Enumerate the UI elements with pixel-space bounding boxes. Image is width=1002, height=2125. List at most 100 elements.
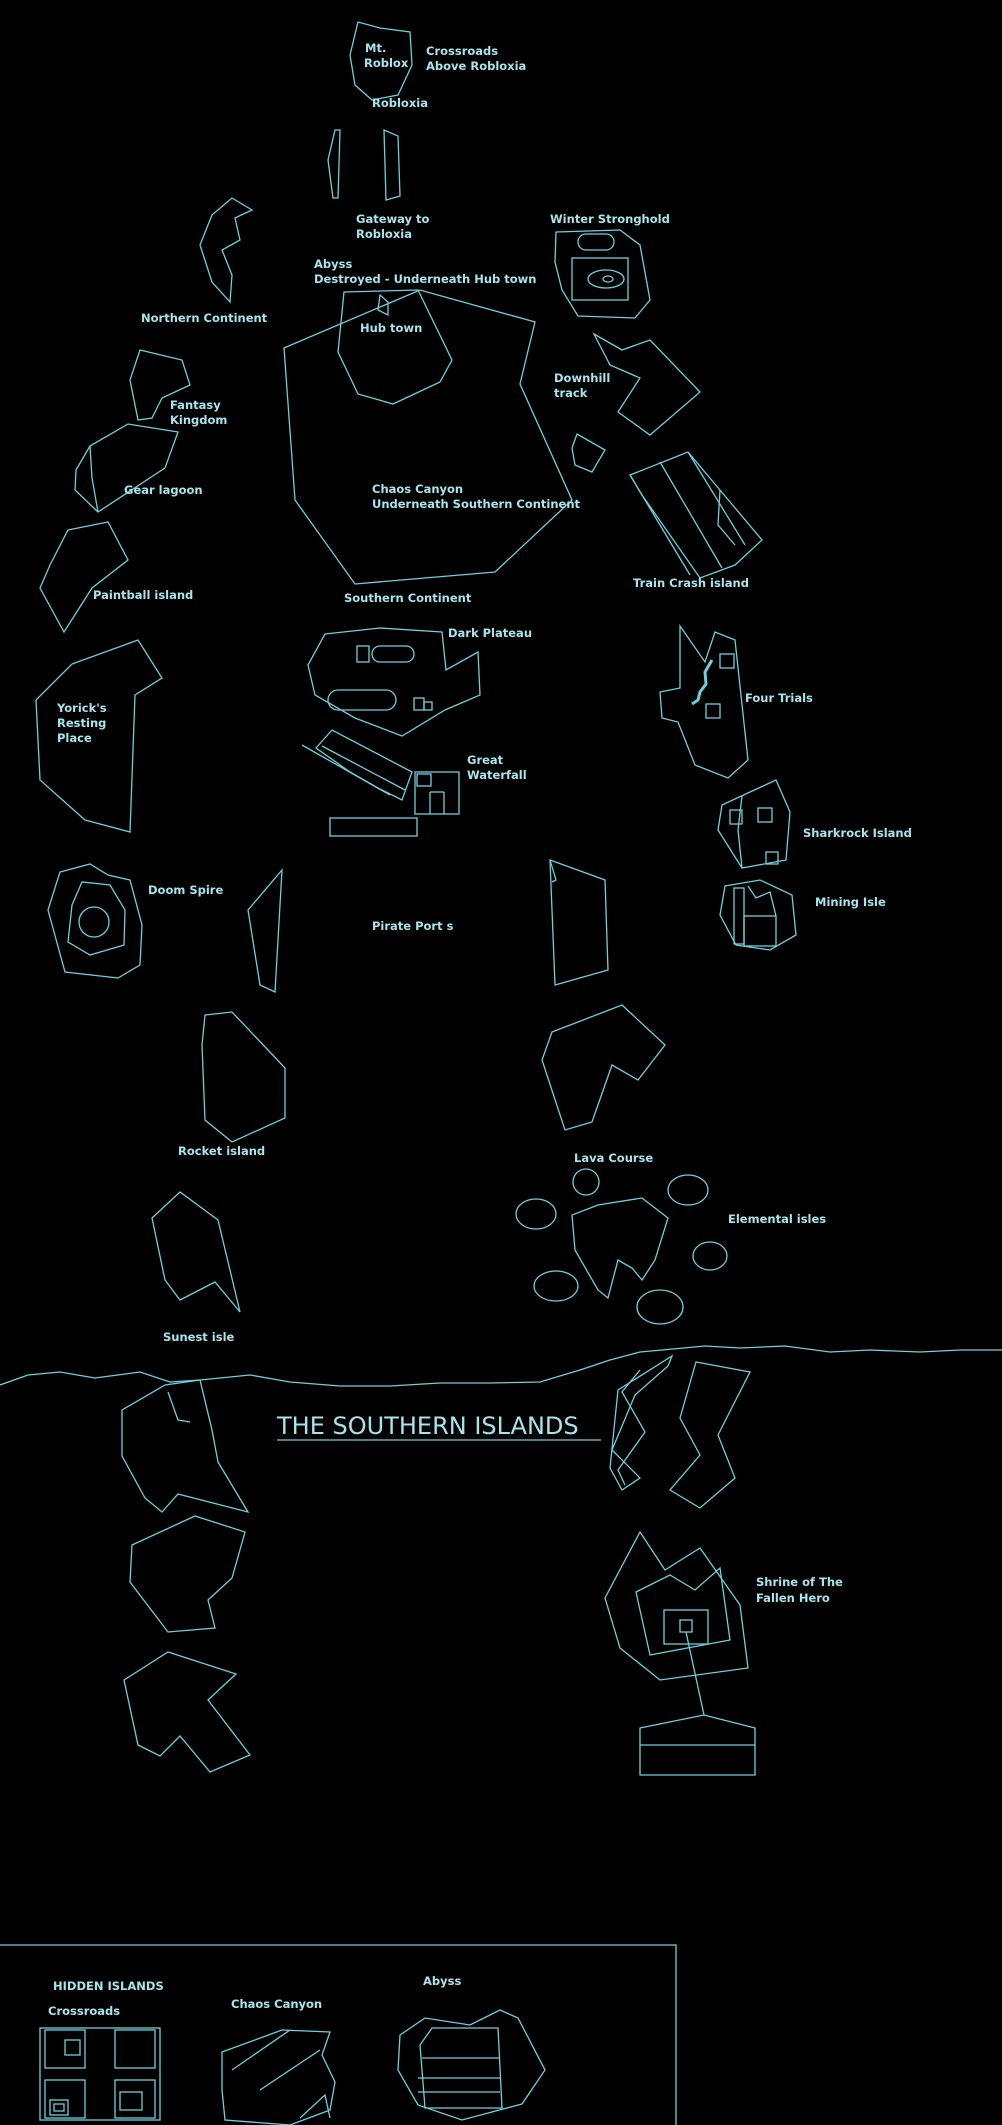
elemental-isle-5 [533,1270,579,1302]
train-track-3 [687,451,746,546]
sharkrock-ridge [737,795,743,869]
label-lava-course: Lava Course [574,1151,653,1165]
southern-continent [283,289,573,585]
lava-course-island [541,1004,666,1131]
dark-plateau-square [356,645,370,663]
label-abyss-2: Destroyed - Underneath Hub town [314,272,537,286]
gateway-pillar-right [383,129,401,201]
pirate-ports-east-notch [549,859,557,883]
label-mt-roblox-1: Mt. [365,41,386,55]
label-robloxia: Robloxia [372,96,428,110]
label-crossroads-1: Crossroads [426,44,498,58]
sharkrock-square-2 [757,807,773,823]
fantasy-kingdom-island [129,349,191,421]
great-waterfall-line-2 [301,744,391,796]
label-train-crash-island: Train Crash island [633,576,749,590]
hidden-abyss-core [419,2027,503,2109]
shrine-bridge [685,1631,705,1716]
label-sunest-isle: Sunest isle [163,1330,235,1344]
elemental-isle-2 [572,1168,600,1196]
hidden-crossroads-br-inner [119,2091,143,2111]
southern-isle-2 [129,1515,246,1633]
paintball-island [39,521,129,634]
zigzag-island-2 [669,1361,751,1509]
dark-plateau-oval-top [371,645,415,663]
hidden-islands-frame [0,1944,677,2125]
downhill-track-island [592,332,701,436]
label-chaos-canyon-1: Chaos Canyon [372,482,463,496]
dark-plateau-box-1 [413,697,425,711]
label-gear-lagoon: Gear lagoon [124,483,203,497]
four-trials-island [659,623,749,779]
label-great-waterfall-1: Great [467,753,504,767]
gateway-pillar-left [327,129,341,199]
train-track-1 [629,474,691,576]
shrine-altar-outer [663,1609,709,1645]
shrine-island [604,1530,749,1681]
label-paintball-island: Paintball island [93,588,193,602]
label-hidden-abyss: Abyss [423,1974,461,1988]
map-title: THE SOUTHERN ISLANDS [276,1412,579,1440]
label-fantasy-1: Fantasy [170,398,221,412]
shrine-altar-inner [679,1619,693,1633]
southern-shoreline [0,1345,1002,1387]
doom-spire-tower [78,906,110,938]
gear-lagoon-island [74,423,179,513]
winter-stronghold-inner-rect [571,257,629,301]
label-mt-roblox-2: Roblox [364,56,409,70]
winter-stronghold-oval [587,269,625,289]
label-dark-plateau: Dark Plateau [448,626,532,640]
great-waterfall-room-1 [416,773,432,787]
hidden-crossroads-tr [114,2029,156,2069]
label-gateway-1: Gateway to [356,212,430,226]
hidden-chaos-canyon-rift [231,2029,291,2071]
yoricks-resting-place [35,639,163,833]
sharkrock-island [717,779,791,869]
elemental-isle-1 [515,1198,557,1230]
great-waterfall-dock [329,817,418,837]
doom-spire-island [47,863,143,979]
zigzag-island-1 [609,1354,674,1491]
label-winter-stronghold: Winter Stronghold [550,212,670,226]
label-chaos-canyon-2: Underneath Southern Continent [372,497,581,511]
doom-spire-wall [67,881,126,956]
sharkrock-square-3 [765,851,779,865]
gear-lagoon-inlet [89,445,99,513]
dark-plateau-oval-bottom [327,689,397,711]
hub-town-notch [377,293,389,317]
pirate-ports-west [247,868,283,993]
mt-roblox-island [349,21,413,101]
label-four-trials: Four Trials [745,691,813,705]
label-pirate-ports: Pirate Port s [372,919,454,933]
pirate-ports-east [549,859,609,986]
label-elemental-isles: Elemental isles [728,1212,826,1226]
zigzag-island-1-outline [617,1369,646,1486]
label-yoricks-2: Resting [57,716,106,730]
hidden-crossroads-bl-inner [49,2099,69,2116]
train-track-branch [717,489,736,546]
great-waterfall-line-1 [321,745,406,791]
hidden-crossroads-tl-inner [64,2039,81,2056]
train-track-2 [659,461,723,569]
hub-town [337,289,453,405]
label-hidden-islands: HIDDEN ISLANDS [53,1979,164,1993]
hidden-abyss [397,2009,546,2121]
hidden-crossroads-frame [39,2027,161,2121]
hidden-chaos-canyon [221,2029,336,2125]
hidden-crossroads-tl [44,2029,86,2069]
southern-isle-3 [123,1651,252,1773]
label-southern-continent: Southern Continent [344,591,472,605]
label-fantasy-2: Kingdom [170,413,227,427]
great-waterfall-building [414,771,460,815]
elemental-isle-6 [636,1289,684,1325]
southern-isle-1-notch [167,1391,191,1423]
label-abyss-1: Abyss [314,257,352,271]
four-trials-path [691,659,714,706]
winter-stronghold-island [554,229,651,319]
label-sharkrock-island: Sharkrock Island [803,826,912,840]
label-doom-spire: Doom Spire [148,883,223,897]
label-yoricks-3: Place [57,731,92,745]
sharkrock-square-1 [729,809,743,825]
great-waterfall-slope [315,729,413,801]
